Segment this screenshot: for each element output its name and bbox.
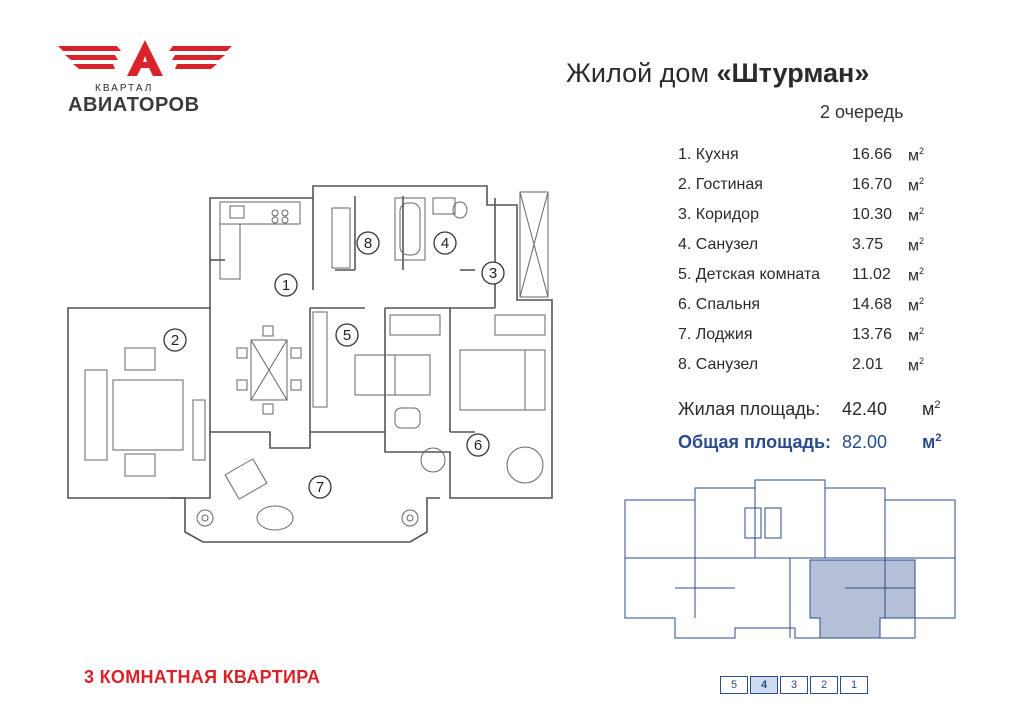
total-area-label: Общая площадь: xyxy=(678,432,832,452)
section-tab-3[interactable]: 3 xyxy=(780,676,808,694)
room-unit: м2 xyxy=(908,206,925,225)
room-area: 3.75 xyxy=(852,236,884,253)
room-name: 8. Санузел xyxy=(678,356,759,373)
living-area-unit: м2 xyxy=(922,399,941,419)
room-row: 4. Санузел 3.75 м2 xyxy=(678,236,948,258)
section-tab-2[interactable]: 2 xyxy=(810,676,838,694)
room-name: 3. Коридор xyxy=(678,206,759,223)
plan-label-8: 8 xyxy=(364,235,372,252)
living-area-value: 42.40 xyxy=(842,399,888,419)
total-area-unit: м2 xyxy=(922,432,942,452)
room-area: 2.01 xyxy=(852,356,884,373)
plan-label-5: 5 xyxy=(343,327,351,344)
room-row: 6. Спальня 14.68 м2 xyxy=(678,296,948,318)
room-name: 4. Санузел xyxy=(678,236,759,253)
room-area: 13.76 xyxy=(852,326,893,343)
apartment-type: 3 КОМНАТНАЯ КВАРТИРА xyxy=(84,667,321,687)
room-name: 7. Лоджия xyxy=(678,326,753,343)
room-unit: м2 xyxy=(908,236,925,255)
room-unit: м2 xyxy=(908,356,925,375)
room-name: 2. Гостиная xyxy=(678,176,763,193)
room-area: 11.02 xyxy=(852,266,891,283)
total-area-value: 82.00 xyxy=(842,432,888,452)
section-tab-5[interactable]: 5 xyxy=(720,676,748,694)
plan-label-3: 3 xyxy=(489,265,497,282)
title-name: «Штурман» xyxy=(716,58,870,88)
room-area: 14.68 xyxy=(852,296,893,313)
page-title: Жилой дом «Штурман» xyxy=(566,58,869,89)
room-name: 5. Детская комната xyxy=(678,266,821,283)
room-name: 6. Спальня xyxy=(678,296,761,313)
room-row: 7. Лоджия 13.76 м2 xyxy=(678,326,948,348)
living-area: Жилая площадь: 42.40 м2 xyxy=(678,399,941,420)
floor-plan: 1 2 3 4 5 6 7 8 xyxy=(67,185,553,543)
room-row: 1. Кухня 16.66 м2 xyxy=(678,146,948,168)
living-area-label: Жилая площадь: xyxy=(678,399,821,419)
room-row: 2. Гостиная 16.70 м2 xyxy=(678,176,948,198)
plan-label-1: 1 xyxy=(282,277,290,294)
title-prefix: Жилой дом xyxy=(566,58,710,88)
room-unit: м2 xyxy=(908,146,925,165)
section-tab-4[interactable]: 4 xyxy=(750,676,778,694)
room-area: 10.30 xyxy=(852,206,893,223)
logo-subtitle: КВАРТАЛ xyxy=(95,83,154,94)
room-area: 16.66 xyxy=(852,146,893,163)
room-unit: м2 xyxy=(908,296,925,315)
room-area: 16.70 xyxy=(852,176,893,193)
plan-label-2: 2 xyxy=(171,332,179,349)
room-unit: м2 xyxy=(908,266,925,285)
selected-apartment-highlight xyxy=(809,559,916,639)
brand-logo-icon xyxy=(58,40,232,76)
room-name: 1. Кухня xyxy=(678,146,739,163)
room-row: 3. Коридор 10.30 м2 xyxy=(678,206,948,228)
plan-label-7: 7 xyxy=(316,479,324,496)
floor-key-plan xyxy=(624,479,956,639)
logo-title: АВИАТОРОВ xyxy=(68,94,200,116)
plan-label-4: 4 xyxy=(441,235,449,252)
plan-label-6: 6 xyxy=(474,437,482,454)
room-row: 8. Санузел 2.01 м2 xyxy=(678,356,948,378)
room-unit: м2 xyxy=(908,176,925,195)
room-row: 5. Детская комната 11.02 м2 xyxy=(678,266,948,288)
queue-label: 2 очередь xyxy=(820,102,904,122)
room-unit: м2 xyxy=(908,326,925,345)
total-area: Общая площадь: 82.00 м2 xyxy=(678,432,941,453)
section-tab-1[interactable]: 1 xyxy=(840,676,868,694)
